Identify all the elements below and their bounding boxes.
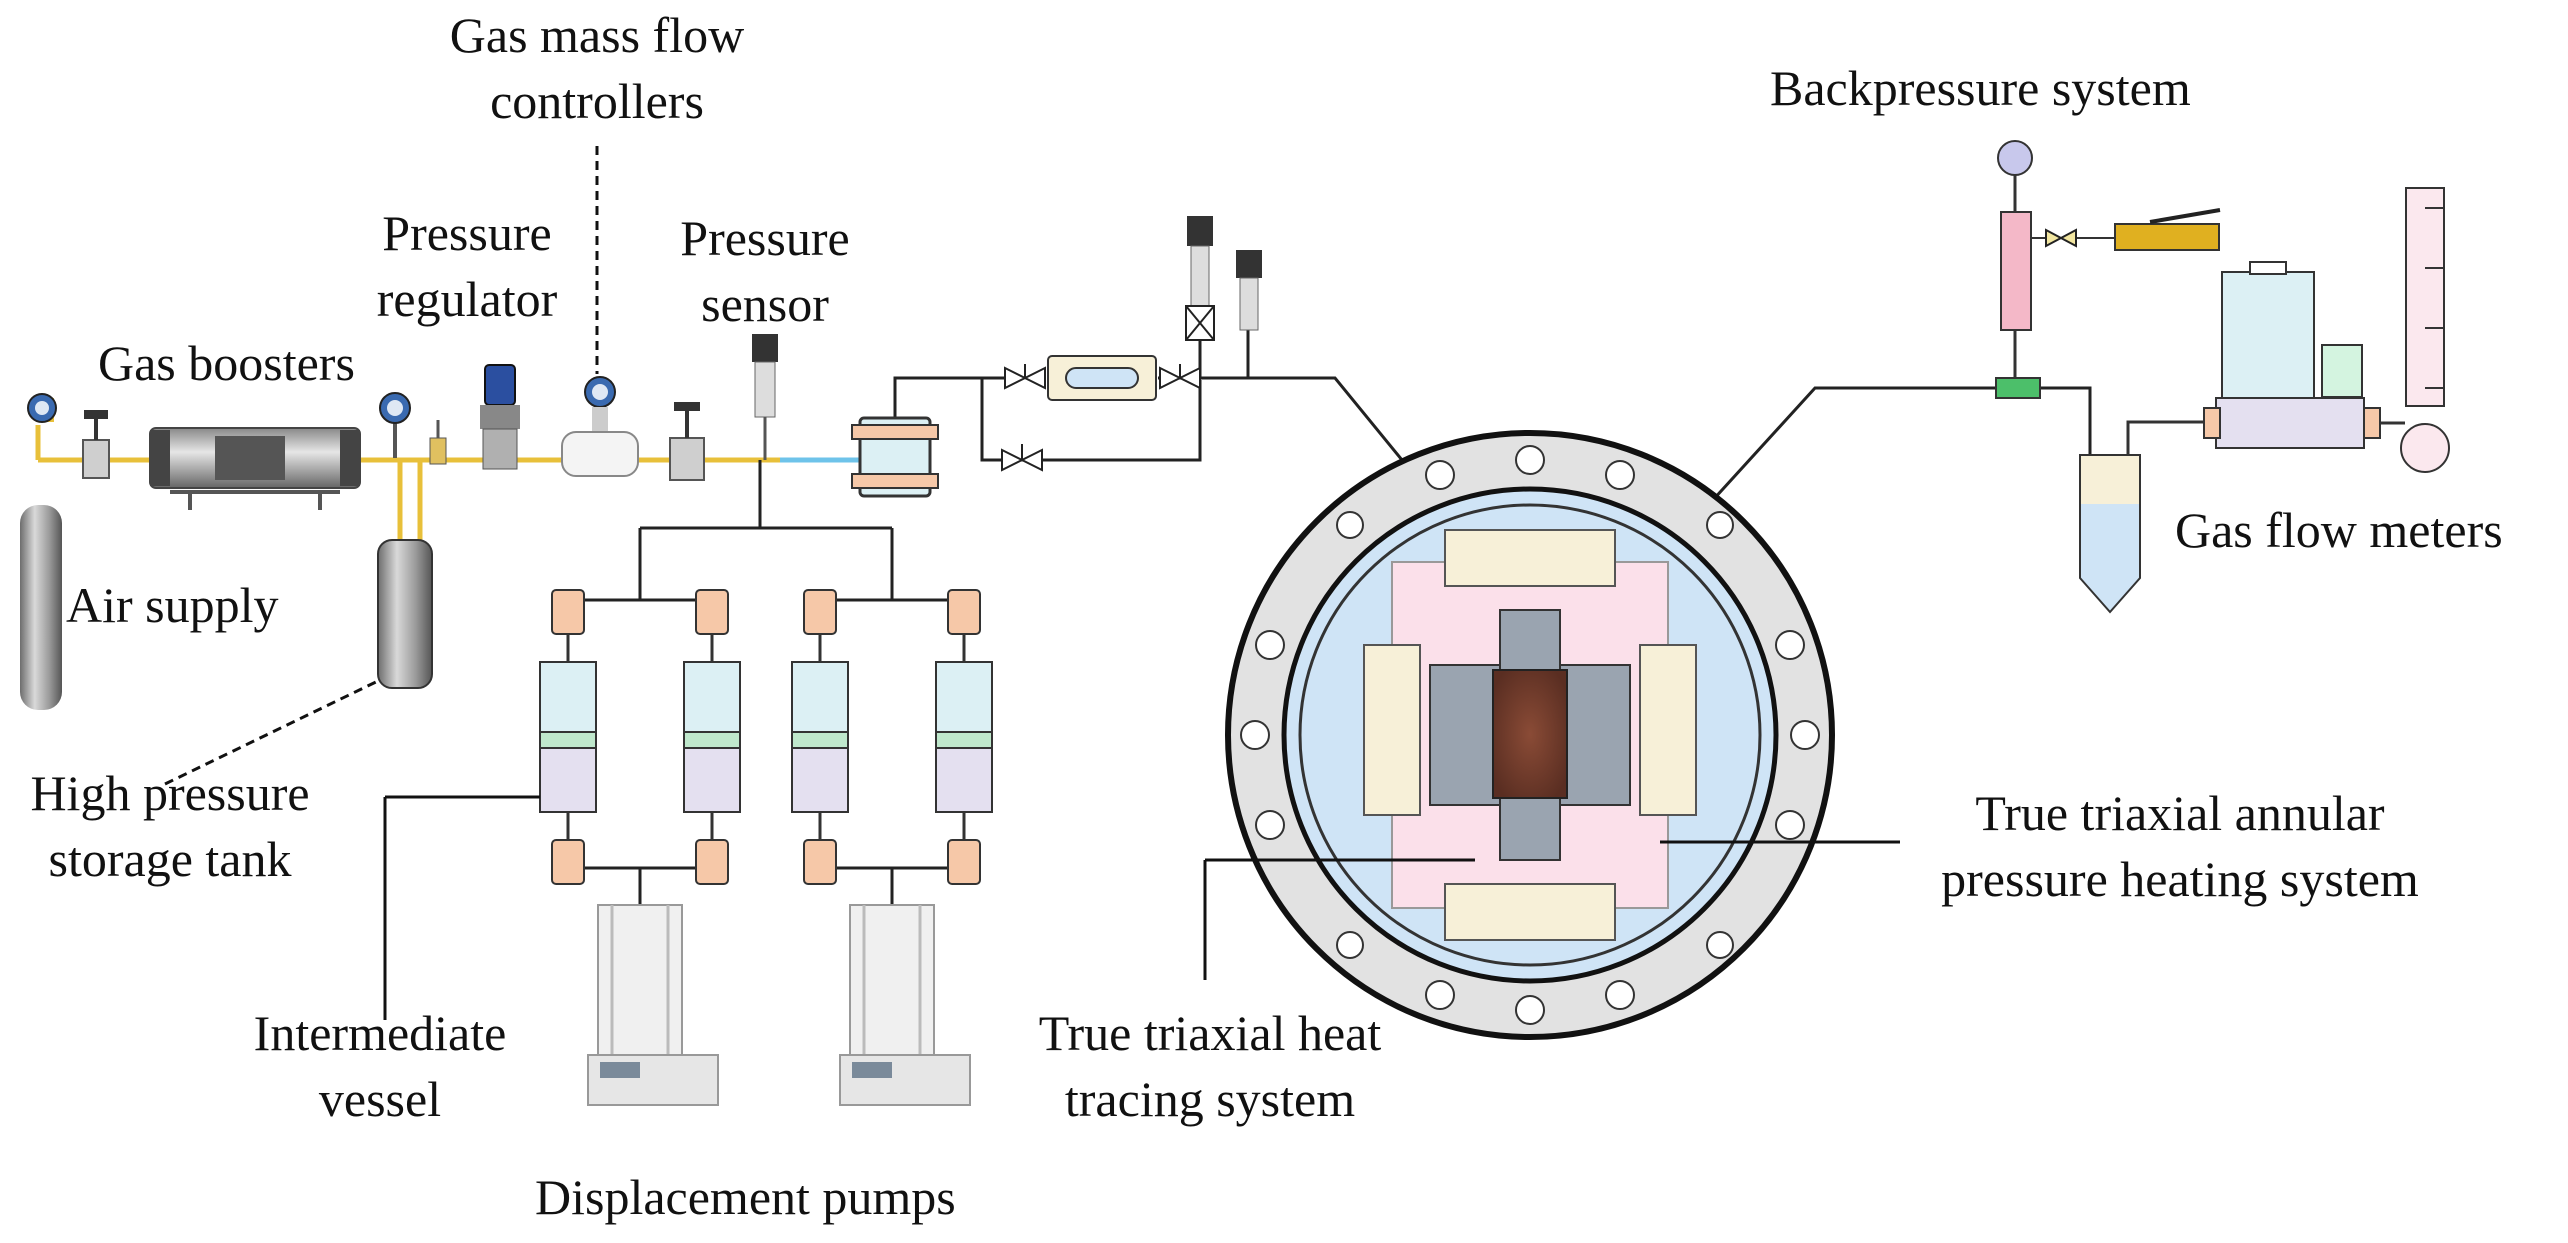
label-displacement-pumps: Displacement pumps xyxy=(535,1169,956,1225)
label-heat-tracing-system: True triaxial heat tracing system xyxy=(1038,1005,1382,1127)
intermediate-vessel-1 xyxy=(539,589,597,885)
flow-tube-icon xyxy=(1047,355,1157,401)
storage-tank-icon xyxy=(377,539,433,689)
collection-funnel-icon xyxy=(2079,420,2210,614)
air-supply-cylinder-icon xyxy=(20,393,62,710)
bubble-flow-meter-icon xyxy=(2400,187,2450,473)
label-pressure-regulator: Pressure regulator xyxy=(376,205,558,327)
backpressure-system-icon xyxy=(1995,140,2221,399)
valve-icon-3 xyxy=(1159,364,1201,390)
gas-booster-icon xyxy=(149,427,361,510)
label-high-pressure-storage-tank: High pressure storage tank xyxy=(30,765,310,887)
valve-icon-1 xyxy=(1004,364,1046,390)
valve-icon-2 xyxy=(1001,444,1043,472)
intermediate-vessel-3 xyxy=(791,589,849,885)
label-backpressure-system: Backpressure system xyxy=(1770,60,2191,116)
intermediate-vessel-4 xyxy=(935,589,993,885)
mass-flow-controller-icon xyxy=(561,376,639,477)
label-pressure-sensor: Pressure sensor xyxy=(680,210,850,332)
needle-valve-2-icon xyxy=(669,402,705,481)
label-air-supply: Air supply xyxy=(66,577,279,633)
pump-manifold-lines xyxy=(568,460,964,905)
buffer-vessel-icon xyxy=(851,416,939,498)
ring-bolts xyxy=(1240,445,1820,1025)
intermediate-vessels xyxy=(539,589,993,885)
small-regulator-icon xyxy=(429,420,447,465)
displacement-pump-2-icon xyxy=(839,904,971,1106)
pressure-sensor-2-icon xyxy=(1185,216,1215,341)
pressure-regulator-icon xyxy=(480,364,520,470)
label-annular-heating-system: True triaxial annular pressure heating s… xyxy=(1941,785,2419,907)
needle-valve-icon xyxy=(82,410,110,479)
pressure-gauge-icon xyxy=(379,392,411,458)
label-gas-boosters: Gas boosters xyxy=(98,335,355,391)
leader-lines xyxy=(164,146,1900,1020)
displacement-pump-1-icon xyxy=(587,904,719,1106)
gas-flow-meter-icon xyxy=(2203,261,2405,449)
pressure-sensor-3-icon xyxy=(1236,250,1262,331)
label-intermediate-vessel: Intermediate vessel xyxy=(253,1005,507,1127)
intermediate-vessel-2 xyxy=(683,589,741,885)
pressure-sensor-icon xyxy=(752,334,778,460)
triaxial-cell xyxy=(1225,430,1835,1040)
label-gas-mass-flow-controllers: Gas mass flow controllers xyxy=(449,7,745,129)
label-gas-flow-meters: Gas flow meters xyxy=(2175,502,2503,558)
